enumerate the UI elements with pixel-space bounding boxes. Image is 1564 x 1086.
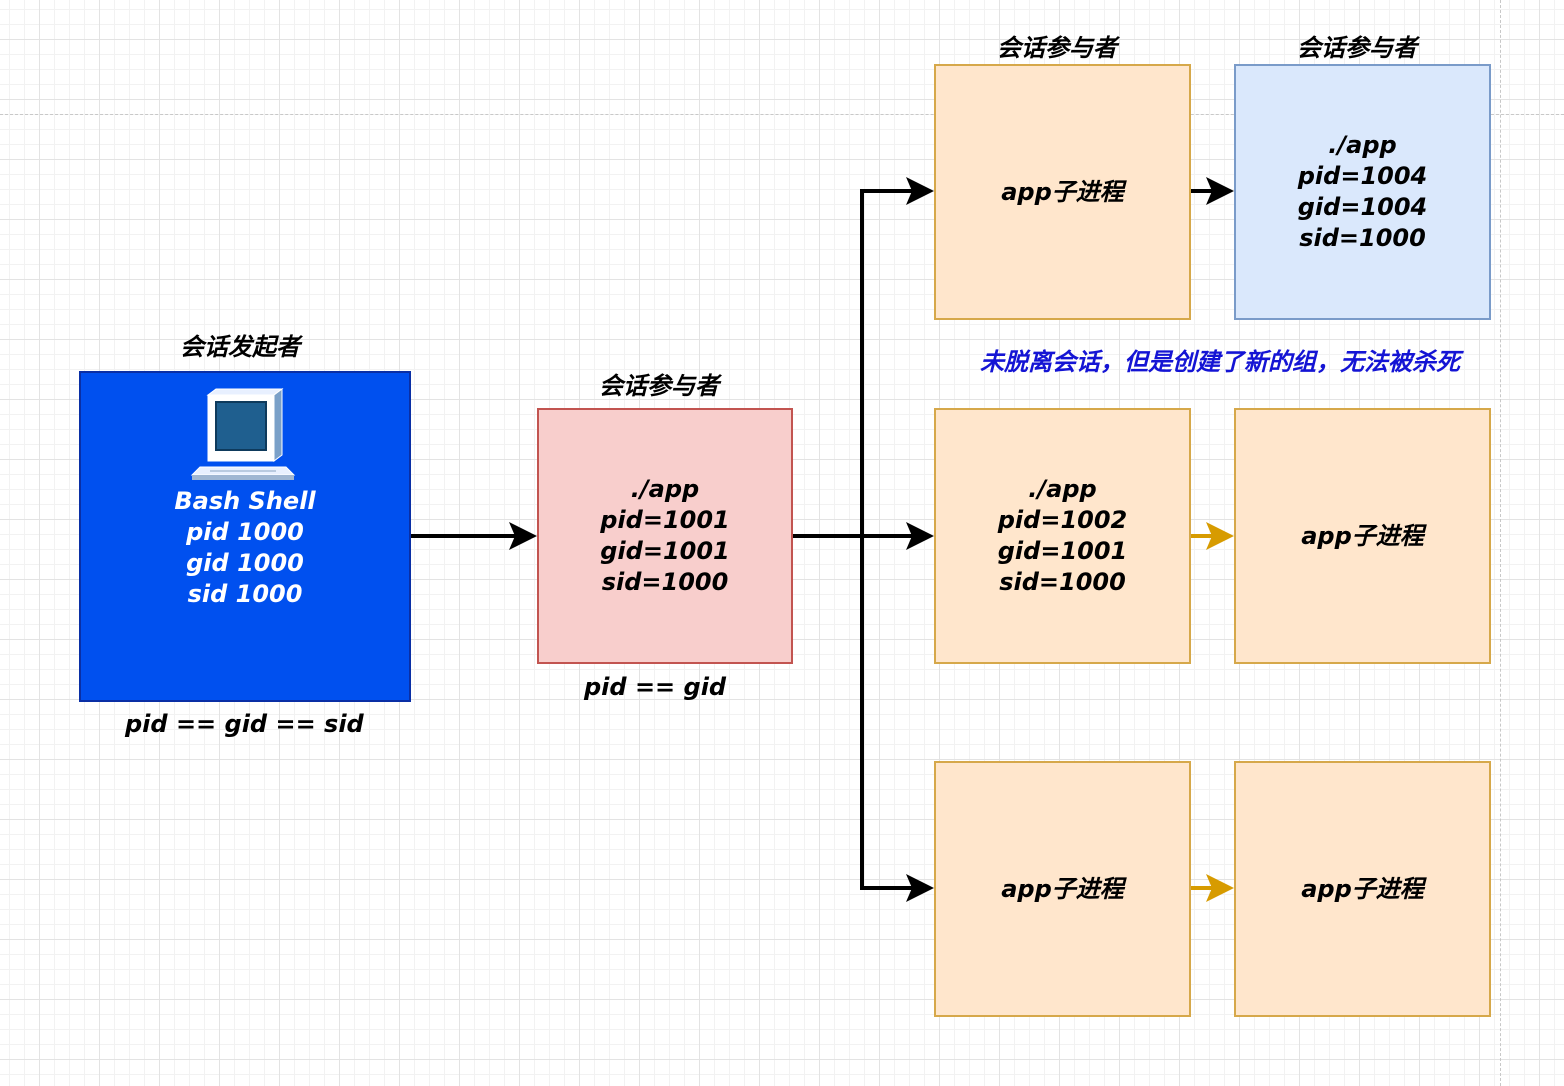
node-top-grandchild[interactable]: ./app pid=1004 gid=1004 sid=1000 [1234,64,1491,320]
top-grandchild-line-sid: sid=1000 [1299,224,1426,252]
mid-child-line-sid: sid=1000 [999,568,1126,596]
bash-line-pid: pid 1000 [186,518,304,546]
edge-bot-child-to-grandchild [1191,874,1234,902]
edge-mid-child-to-grandchild [1191,522,1234,550]
edge-top-child-to-grandchild [1191,177,1234,205]
node-mid-grandchild[interactable]: app子进程 [1234,408,1491,664]
bash-line-gid: gid 1000 [186,549,304,577]
page-guide-vertical [1500,0,1501,1086]
node-bot-child[interactable]: app子进程 [934,761,1191,1017]
label-participant-top1: 会话参与者 [997,34,1117,62]
mid-child-line-pid: pid=1002 [997,506,1128,534]
mid-child-line-name: ./app [1028,475,1097,503]
top-grandchild-line-gid: gid=1004 [1297,193,1428,221]
computer-icon [190,388,296,480]
app-main-line-pid: pid=1001 [600,506,730,534]
node-mid-child[interactable]: ./app pid=1002 gid=1001 sid=1000 [934,408,1191,664]
bash-line-sid: sid 1000 [187,580,303,608]
mid-child-line-gid: gid=1001 [997,537,1128,565]
label-initiator: 会话发起者 [180,333,300,361]
node-top-child[interactable]: app子进程 [934,64,1191,320]
mid-grandchild-text: app子进程 [1301,521,1424,550]
node-app-main[interactable]: ./app pid=1001 gid=1001 sid=1000 [537,408,793,664]
bash-line-title: Bash Shell [174,487,316,515]
top-grandchild-line-pid: pid=1004 [1297,162,1428,190]
edge-app-trunk [793,177,934,902]
page-guide-horizontal [0,114,1564,115]
label-app-relation: pid == gid [584,673,727,701]
app-main-line-sid: sid=1000 [601,568,729,596]
label-bash-relation: pid == gid == sid [125,710,364,738]
label-participant-top2: 会话参与者 [1297,34,1417,62]
bot-grandchild-text: app子进程 [1301,874,1424,903]
node-bot-grandchild[interactable]: app子进程 [1234,761,1491,1017]
top-child-text: app子进程 [1001,177,1124,206]
node-bash-shell[interactable]: Bash Shell pid 1000 gid 1000 sid 1000 [79,371,411,702]
app-main-line-name: ./app [630,475,700,503]
label-participant-main: 会话参与者 [599,372,719,400]
top-grandchild-line-name: ./app [1328,131,1397,159]
edge-bash-to-app [411,522,537,550]
note-new-group: 未脱离会话，但是创建了新的组，无法被杀死 [980,348,1460,376]
bot-child-text: app子进程 [1001,874,1124,903]
app-main-line-gid: gid=1001 [600,537,730,565]
